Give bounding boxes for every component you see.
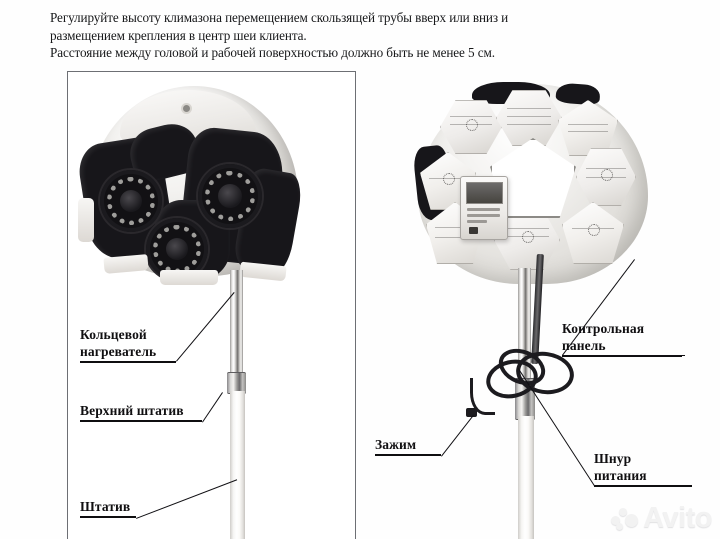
- instruction-line-1: Регулируйте высоту климазона перемещение…: [50, 10, 509, 25]
- ring-heater-element: [198, 164, 262, 228]
- dome-foot-tab: [78, 198, 94, 242]
- avito-watermark: Avito: [611, 502, 712, 535]
- callout-stand: Штатив: [80, 498, 136, 518]
- avito-watermark-text: Avito: [643, 502, 712, 534]
- climazone-photo-topside: [398, 78, 698, 539]
- callout-stand-line1: Штатив: [80, 499, 131, 514]
- callout-power-cord-line2: питания: [594, 468, 647, 483]
- dome-facet: [494, 210, 560, 270]
- dome-gap: [555, 82, 601, 106]
- control-panel-button[interactable]: [467, 214, 500, 217]
- upper-stand-tube: [230, 270, 243, 374]
- leader-line-control-panel-b: [562, 355, 685, 356]
- callout-underline: [80, 516, 136, 518]
- callout-underline: [80, 420, 202, 422]
- power-plug: [466, 408, 477, 417]
- callout-clamp-line1: Зажим: [375, 437, 417, 452]
- callout-control-panel-line1: Контрольная: [562, 321, 645, 336]
- callout-power-cord: Шнур питания: [594, 450, 692, 487]
- power-cord-tail: [470, 378, 495, 415]
- callout-clamp: Зажим: [375, 436, 441, 456]
- control-panel-display: [466, 182, 503, 204]
- callout-power-cord-line1: Шнур: [594, 451, 632, 466]
- dome-foot-tab: [160, 270, 218, 285]
- callout-underline: [80, 361, 176, 363]
- avito-logo-icon: [611, 506, 639, 532]
- upper-stand-tube: [518, 268, 531, 398]
- lower-stand-tube: [518, 416, 534, 539]
- ring-heater-element: [146, 218, 208, 280]
- callout-control-panel: Контрольная панель: [562, 320, 682, 357]
- callout-underline: [375, 454, 441, 456]
- dome-facet: [440, 100, 502, 154]
- callout-ring-heater-line2: нагреватель: [80, 344, 157, 359]
- instruction-line-2: размещением крепления в центр шеи клиент…: [50, 27, 307, 43]
- callout-ring-heater: Кольцевой нагреватель: [80, 326, 176, 363]
- climazone-photo-underside: [72, 78, 352, 539]
- instruction-text-block: Регулируйте высоту климазона перемещение…: [50, 9, 680, 62]
- control-panel-button[interactable]: [467, 208, 500, 211]
- coiled-power-cord: [482, 342, 577, 403]
- callout-upper-stand-line1: Верхний штатив: [80, 403, 184, 418]
- dome-facet: [576, 148, 636, 206]
- control-panel-knob[interactable]: [469, 227, 478, 234]
- instruction-line-3: Расстояние между головой и рабочей повер…: [50, 45, 495, 60]
- callout-underline: [562, 355, 682, 357]
- callout-ring-heater-line1: Кольцевой: [80, 327, 147, 342]
- ring-heater-element: [100, 170, 162, 232]
- callout-underline: [594, 485, 692, 487]
- dome-foot-tab: [103, 254, 149, 274]
- control-panel-button[interactable]: [467, 220, 487, 223]
- callout-control-panel-line2: панель: [562, 338, 606, 353]
- control-panel[interactable]: [460, 176, 508, 240]
- lower-stand-tube: [230, 391, 245, 539]
- callout-upper-stand: Верхний штатив: [80, 402, 202, 422]
